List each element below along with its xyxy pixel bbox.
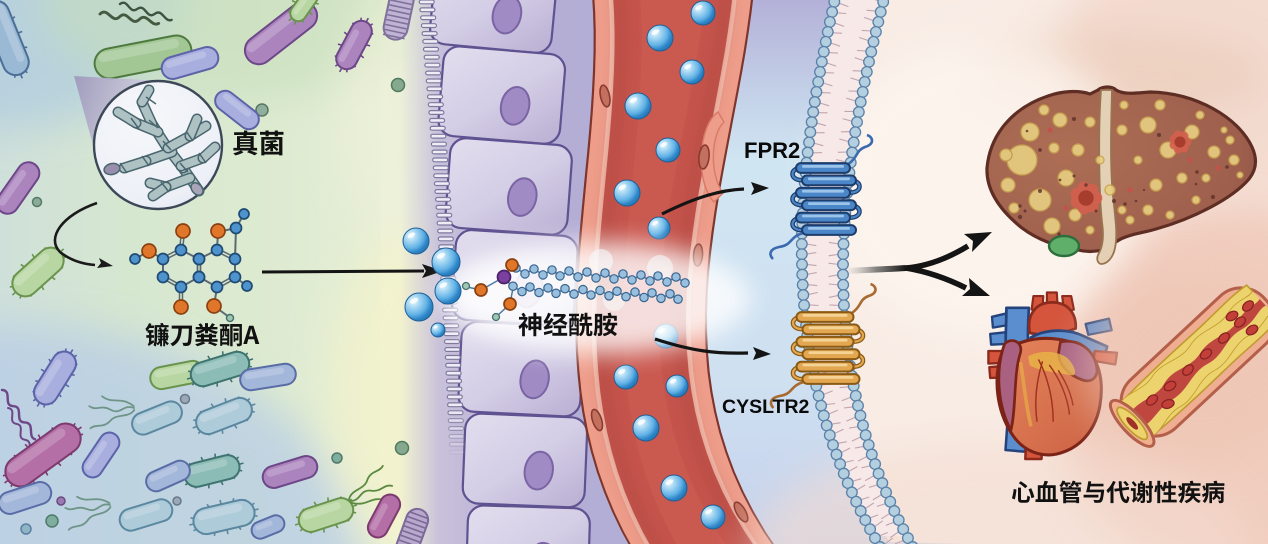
svg-text:FPR2: FPR2 (744, 138, 800, 163)
svg-text:CYSLTR2: CYSLTR2 (722, 396, 810, 418)
